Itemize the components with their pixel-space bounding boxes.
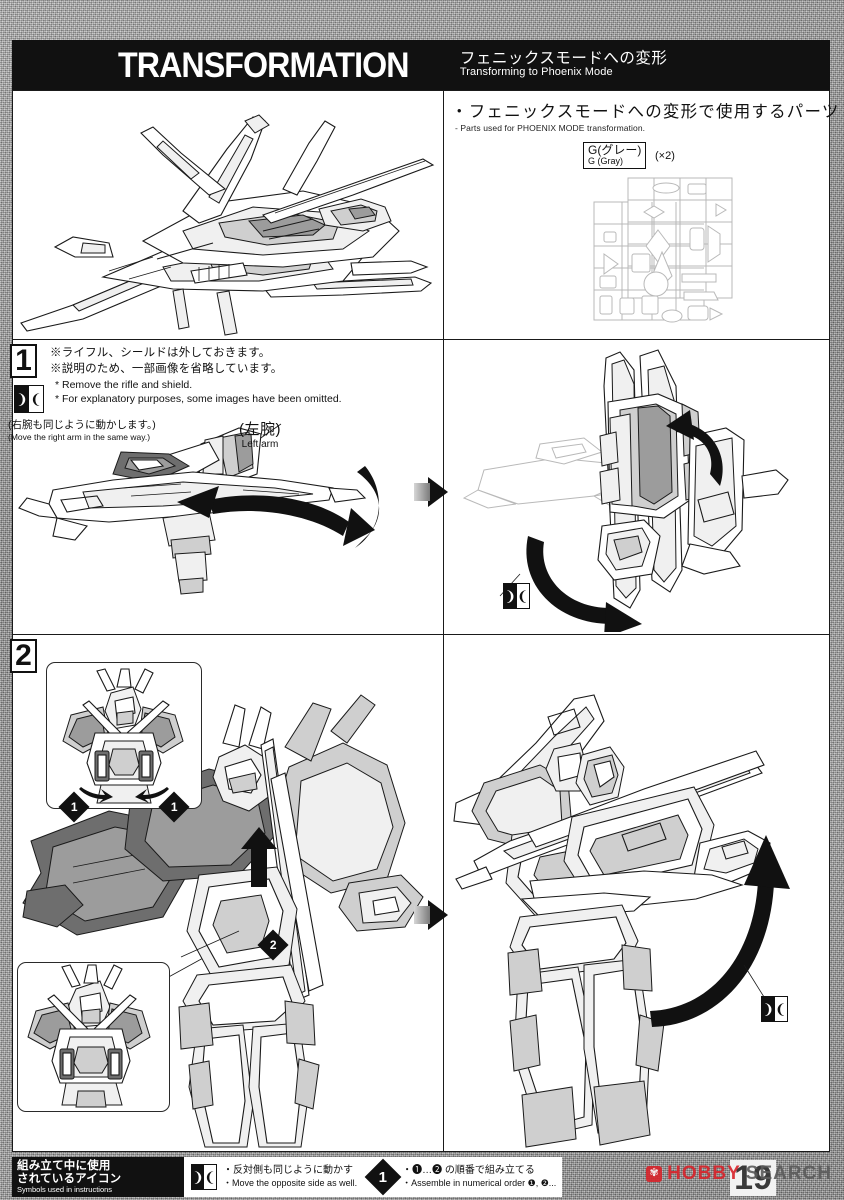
watermark-hobby-text: HOBBY	[667, 1163, 741, 1184]
legend-item-mirror-text: ・反対側も同じように動かす ・Move the opposite side as…	[223, 1165, 357, 1189]
runner-code-en: G (Gray)	[588, 155, 623, 166]
legend-title-jp-2: されているアイコン	[17, 1172, 122, 1185]
step-1-note-jp-2: ※説明のため、一部画像を省略しています。	[50, 363, 283, 376]
mirror-icon-right-glyph: ❨	[516, 584, 529, 608]
step-1-note-jp-1: ※ライフル、シールドは外しておきます。	[50, 347, 271, 359]
mirror-icon-right-glyph: ❨	[774, 997, 787, 1021]
legend-item-order: 1 ・❶…❷ の順番で組み立てる ・Assemble in numerical …	[363, 1157, 563, 1197]
step-1-side-note: (右腕も同じように動かします。) (Move the right arm in …	[8, 417, 156, 442]
page-subtitle-en: Transforming to Phoenix Mode	[459, 66, 613, 79]
step-1-side-note-jp: (右腕も同じように動かします。)	[8, 419, 156, 431]
step-2-main-artwork	[22, 694, 424, 1148]
numbered-diamond-label: 1	[378, 1168, 388, 1186]
mirror-icon-step1-right: ❩ ❨	[503, 583, 530, 609]
step-2-inset-bottom-artwork	[27, 964, 151, 1108]
legend-item-order-text: ・❶…❷ の順番で組み立てる ・Assemble in numerical or…	[402, 1165, 556, 1189]
mirror-icon-right-glyph: ❨	[29, 386, 43, 412]
step-2-result-artwork	[453, 694, 790, 1148]
runner-code-tag: G(グレー) G (Gray)	[583, 142, 647, 170]
legend-bar: 組み立て中に使用 されているアイコン Symbols used in instr…	[12, 1157, 830, 1197]
step-2-right-panel	[443, 634, 830, 1152]
left-arm-callout-en: Left arm	[241, 439, 279, 450]
mirror-icon: ❩ ❨	[14, 385, 44, 413]
mirror-icon-left-glyph: ❩	[192, 1165, 204, 1189]
parts-heading-jp: ・フェニックスモードへの変形で使用するパーツ	[451, 103, 840, 121]
legend-title: 組み立て中に使用 されているアイコン Symbols used in instr…	[12, 1157, 184, 1197]
page-header: TRANSFORMATION フェニックスモードへの変形 Transformin…	[12, 40, 830, 90]
step-1-left-panel	[12, 339, 444, 635]
mirror-icon-left-glyph: ❩	[504, 584, 517, 608]
page-subtitle: フェニックスモードへの変形 Transforming to Phoenix Mo…	[459, 49, 668, 80]
legend-item-mirror-jp: ・反対側も同じように動かす	[223, 1165, 353, 1177]
legend-title-jp-1: 組み立て中に使用	[17, 1160, 111, 1172]
step-1-notes: ※ライフル、シールドは外しておきます。 ※説明のため、一部画像を省略しています。…	[50, 345, 430, 407]
step-2-flow-arrow-icon	[414, 900, 448, 930]
step-1-side-note-en: (Move the right arm in the same way.)	[8, 432, 151, 442]
step-1-note-en-2: * For explanatory purposes, some images …	[55, 393, 342, 406]
legend-item-mirror: ❩ ❨ ・反対側も同じように動かす ・Move the opposite sid…	[184, 1157, 364, 1197]
left-arm-callout-jp: (左腕)	[239, 421, 281, 438]
sprue-runner-artwork	[593, 177, 733, 323]
mirror-icon-right-glyph: ❨	[204, 1165, 216, 1189]
step-1-note-en-1: * Remove the rifle and shield.	[55, 378, 193, 391]
legend-title-en: Symbols used in instructions	[17, 1184, 113, 1194]
page-title: TRANSFORMATION	[118, 45, 410, 85]
runner-quantity: (×2)	[655, 150, 675, 162]
step-2-number: 2	[10, 639, 37, 673]
step-2-inset-top-artwork	[62, 668, 184, 804]
step-2-detail-inset-bottom	[17, 962, 170, 1112]
legend-item-order-jp: ・❶…❷ の順番で組み立てる	[402, 1165, 535, 1177]
numbered-diamond-icon: 1	[364, 1158, 402, 1196]
step-1-result-artwork	[462, 349, 789, 632]
left-arm-callout: (左腕) Left arm	[239, 418, 281, 450]
step-1-right-panel	[443, 339, 830, 635]
mirror-icon-legend: ❩ ❨	[191, 1164, 217, 1190]
step-2-detail-inset-top	[46, 662, 202, 809]
phoenix-mode-illustration-panel	[12, 90, 444, 340]
parts-heading-en: - Parts used for PHOENIX MODE transforma…	[455, 123, 646, 133]
mirror-icon-left-glyph: ❩	[762, 997, 775, 1021]
page-number: 19	[730, 1160, 776, 1196]
hobby-search-mark-icon: ✾	[646, 1165, 663, 1182]
step-1-left-arm-artwork	[18, 423, 380, 595]
watermark-search-text: SEARCH	[745, 1163, 832, 1184]
mirror-icon-left-glyph: ❩	[15, 386, 29, 412]
phoenix-mode-artwork	[20, 114, 435, 336]
legend-item-mirror-en: ・Move the opposite side as well.	[223, 1177, 358, 1188]
step-1-flow-arrow-icon	[414, 477, 448, 507]
step-1-number: 1	[10, 344, 37, 378]
mirror-icon-step2-right: ❩ ❨	[761, 996, 788, 1022]
runner-code-jp: G(グレー)	[588, 143, 642, 157]
page-subtitle-jp: フェニックスモードへの変形	[459, 49, 668, 67]
legend-item-order-en: ・Assemble in numerical order ❶, ❷...	[402, 1177, 557, 1188]
hobby-search-watermark: ✾ HOBBY SEARCH	[646, 1164, 832, 1183]
